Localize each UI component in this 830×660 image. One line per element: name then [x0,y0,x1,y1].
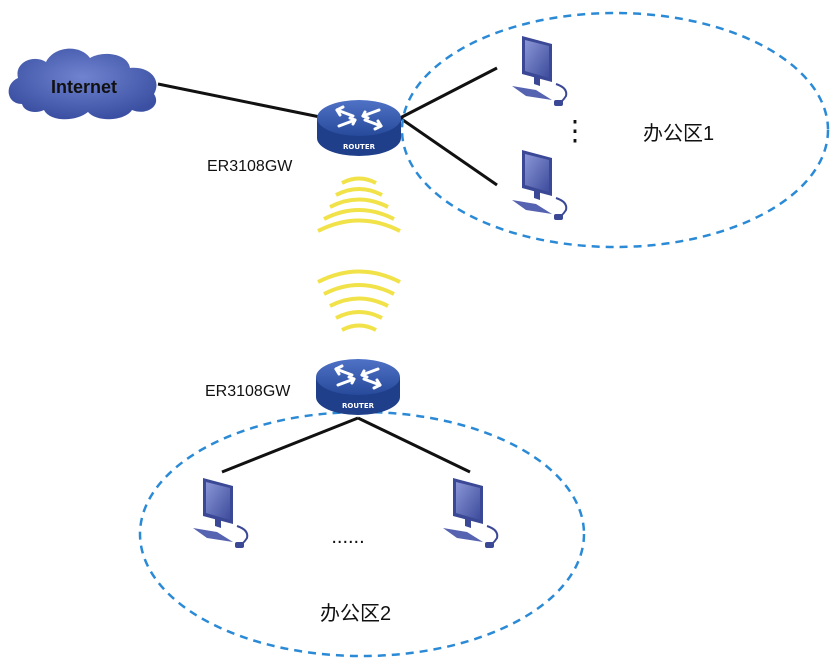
router-bottom-label: ER3108GW [205,383,291,400]
office-zone-2-label: 办公区2 [320,602,391,625]
router-top-icon: ROUTER [317,100,401,156]
router-top-label: ER3108GW [207,158,293,175]
wifi-signal-down-icon [317,176,401,233]
wifi-signal-up-icon [317,269,401,332]
router-top-badge: ROUTER [343,143,376,151]
internet-label: Internet [51,77,117,97]
router-bottom-icon: ROUTER [316,359,400,415]
internet-cloud-icon: Internet [8,48,157,120]
zone2-ellipsis: ...... [331,526,364,548]
router-bottom-badge: ROUTER [342,402,375,410]
zone1-ellipsis: ⋮ [561,114,589,147]
link-router-pc3 [221,416,359,474]
pc-icon [511,149,568,221]
link-router-pc1 [399,66,498,120]
office-zone-1-boundary [400,11,830,249]
pc-icon [442,477,499,549]
pc-icon [511,35,568,107]
pc-icon [192,477,249,549]
office-zone-1-label: 办公区1 [643,122,714,145]
link-router-pc2 [399,116,498,187]
link-router-pc4 [357,416,471,474]
links [157,66,498,474]
link-internet-router [157,82,321,119]
